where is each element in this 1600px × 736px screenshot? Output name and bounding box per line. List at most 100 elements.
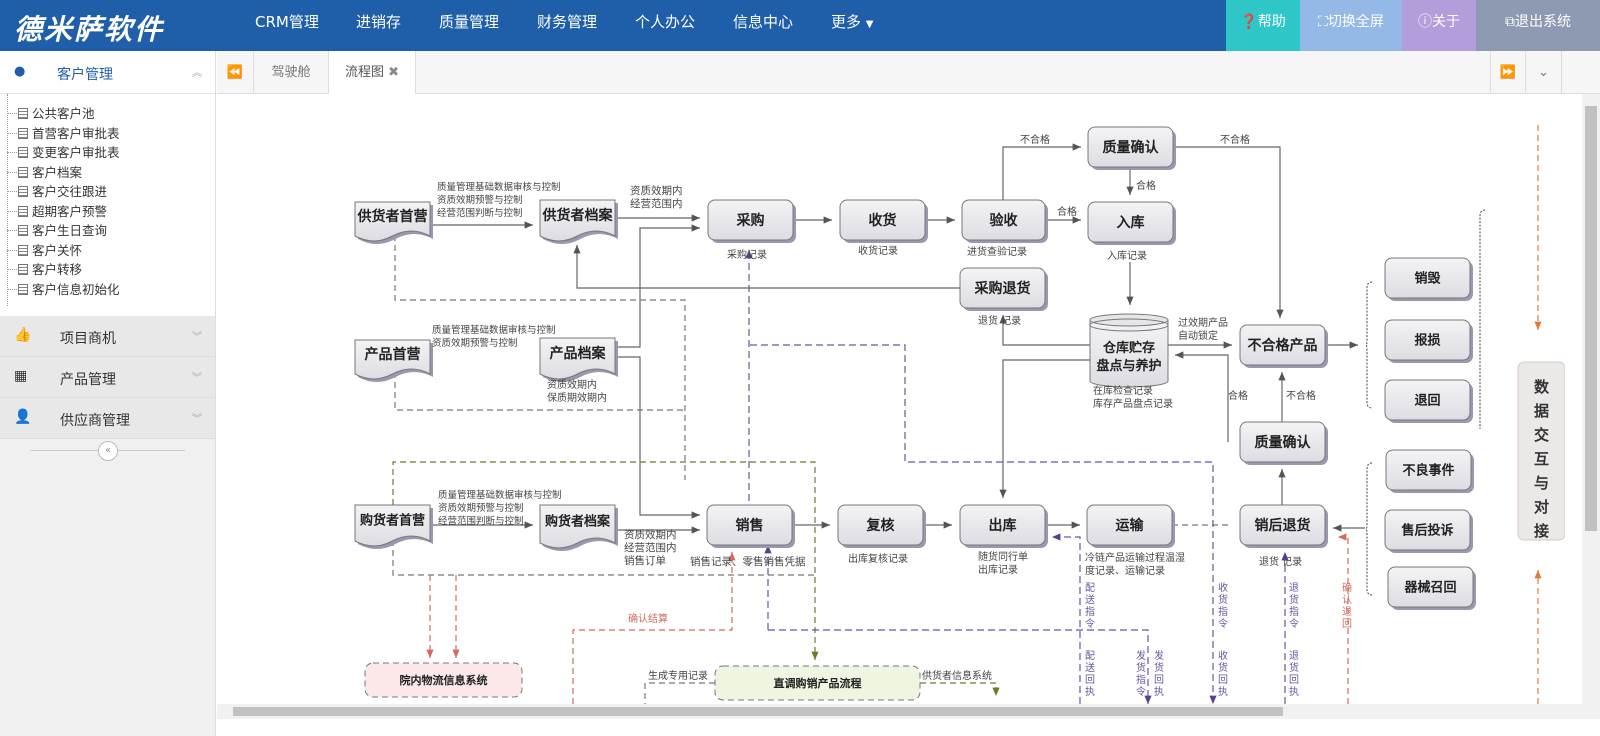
sidebar-item-label: 变更客户审批表 bbox=[32, 145, 120, 160]
sidebar-section-product[interactable]: ▦产品管理︾ bbox=[0, 357, 215, 398]
flow-node-damage[interactable]: 报损 bbox=[1384, 319, 1473, 363]
flow-node-hospital-system[interactable]: 院内物流信息系统 bbox=[364, 662, 523, 698]
sidebar-item[interactable]: 公共客户池 bbox=[0, 104, 215, 124]
sidebar-item-label: 超期客户预警 bbox=[32, 203, 108, 219]
document-icon bbox=[18, 225, 28, 236]
flow-edge bbox=[768, 629, 1152, 704]
logout-button[interactable]: ⧉退出系统 bbox=[1476, 0, 1600, 51]
flow-node-buyer-first[interactable]: 购货者首营 bbox=[354, 504, 433, 549]
collapse-sidebar-button[interactable]: « bbox=[98, 441, 118, 461]
sidebar-item[interactable]: 超期客户预警 bbox=[0, 202, 215, 222]
nav-more[interactable]: 更多 ▼ bbox=[831, 0, 874, 51]
flow-node-product-file[interactable]: 产品档案 bbox=[539, 337, 618, 382]
node-label: 产品首营 bbox=[365, 346, 421, 363]
fullscreen-label: 切换全屏 bbox=[1327, 14, 1384, 30]
help-button[interactable]: ❓帮助 bbox=[1226, 0, 1300, 51]
document-icon bbox=[18, 127, 28, 139]
flow-annotation: 进货查验记录 bbox=[967, 245, 1027, 258]
flow-annotation: 供货者信息系统 bbox=[922, 669, 992, 682]
sidebar-item[interactable]: 客户关怀 bbox=[0, 241, 215, 261]
sidebar-item-label: 客户转移 bbox=[32, 262, 83, 277]
tab-bar: ⏪ 驾驶舱 流程图 ✖ ⏩ ⌄ bbox=[217, 51, 1600, 94]
node-label: 购货者首营 bbox=[360, 513, 425, 529]
flow-node-supplier-first[interactable]: 供货者首营 bbox=[354, 201, 433, 244]
scroll-tabs-left-button[interactable]: ⏪ bbox=[217, 51, 254, 94]
nav-inventory[interactable]: 进销存 bbox=[356, 13, 402, 31]
flow-node-transport[interactable]: 运输 bbox=[1086, 504, 1175, 548]
flow-annotation: 资质效期内经营范围内 bbox=[630, 184, 683, 210]
nav-office[interactable]: 个人办公 bbox=[635, 13, 696, 31]
expand-icon: ⛶ bbox=[1318, 14, 1328, 30]
sidebar: ● 客户管理 ︽ 公共客户池首营客户审批表变更客户审批表客户档案客户交往跟进超期… bbox=[0, 51, 216, 736]
flow-node-review[interactable]: 复核 bbox=[837, 504, 926, 548]
sidebar-item[interactable]: 客户生日查询 bbox=[0, 221, 215, 241]
node-label: 器械召回 bbox=[1403, 580, 1456, 596]
sidebar-item[interactable]: 客户交往跟进 bbox=[0, 182, 215, 202]
nav-quality[interactable]: 质量管理 bbox=[439, 13, 500, 31]
flow-node-direct-flow[interactable]: 直调购销产品流程 bbox=[714, 665, 921, 701]
flow-node-product-first[interactable]: 产品首营 bbox=[354, 339, 433, 382]
flow-node-stock-in[interactable]: 入库 bbox=[1087, 201, 1176, 245]
node-label: 销售 bbox=[736, 517, 764, 534]
flow-node-sales[interactable]: 销售 bbox=[706, 504, 795, 548]
scroll-tabs-right-button[interactable]: ⏩ bbox=[1490, 51, 1526, 94]
nav-crm[interactable]: CRM管理 bbox=[255, 13, 319, 31]
flow-annotation: 质量管理基础数据审核与控制资质效期预警与控制经营范围判断与控制 bbox=[438, 489, 562, 527]
sidebar-item[interactable]: 客户档案 bbox=[0, 163, 215, 183]
node-label: 直调购销产品流程 bbox=[774, 676, 862, 690]
flow-node-qc-bottom[interactable]: 质量确认 bbox=[1239, 421, 1328, 465]
flow-node-complaint[interactable]: 售后投诉 bbox=[1384, 509, 1473, 553]
node-label: 对 bbox=[1534, 498, 1549, 516]
flow-annotation: 随货同行单出库记录 bbox=[978, 550, 1028, 576]
sidebar-item[interactable]: 首营客户审批表 bbox=[0, 124, 215, 144]
flow-annotation: 过效期产品自动锁定 bbox=[1178, 316, 1228, 342]
flow-edge bbox=[1175, 351, 1229, 442]
sidebar-item-label: 客户档案 bbox=[32, 164, 83, 180]
node-label: 供货者首营 bbox=[357, 208, 428, 225]
flow-annotation: 不合格 bbox=[1220, 133, 1250, 146]
tab-menu-dropdown[interactable]: ⌄ bbox=[1526, 51, 1562, 94]
sidebar-item[interactable]: 客户转移 bbox=[0, 260, 215, 280]
flow-annotation: 质量管理基础数据审核与控制资质效期预警与控制经营范围判断与控制 bbox=[437, 181, 561, 219]
flow-node-qc-top[interactable]: 质量确认 bbox=[1087, 126, 1176, 170]
document-icon bbox=[18, 264, 28, 275]
chevron-down-icon: ︾ bbox=[192, 414, 202, 425]
fullscreen-button[interactable]: ⛶切换全屏 bbox=[1300, 0, 1402, 51]
flow-edge bbox=[750, 344, 1217, 704]
sidebar-section-customer[interactable]: ● 客户管理 ︽ bbox=[0, 51, 215, 94]
node-label: 与 bbox=[1534, 474, 1549, 492]
sidebar-section-opportunity[interactable]: 👍项目商机︾ bbox=[0, 316, 215, 357]
flow-node-adverse[interactable]: 不良事件 bbox=[1385, 449, 1474, 493]
close-icon[interactable]: ✖ bbox=[388, 65, 400, 80]
flow-annotation: 采购记录 bbox=[727, 248, 767, 261]
flow-annotation: 合格 bbox=[1136, 179, 1156, 192]
vertical-scrollbar[interactable] bbox=[1582, 94, 1600, 719]
flow-node-aftersale-return[interactable]: 销后退货 bbox=[1239, 504, 1328, 548]
flow-node-buyer-file[interactable]: 购货者档案 bbox=[539, 504, 618, 551]
flow-node-recall[interactable]: 器械召回 bbox=[1387, 566, 1476, 610]
flow-node-purchase[interactable]: 采购 bbox=[707, 199, 796, 243]
nav-more-label: 更多 bbox=[831, 13, 862, 31]
flow-node-unqualified[interactable]: 不合格产品 bbox=[1239, 324, 1328, 368]
flow-node-destroy[interactable]: 销毁 bbox=[1384, 257, 1473, 301]
flow-node-outbound[interactable]: 出库 bbox=[959, 504, 1048, 548]
nav-info[interactable]: 信息中心 bbox=[733, 13, 794, 31]
sidebar-item[interactable]: 客户信息初始化 bbox=[0, 280, 215, 300]
horizontal-scrollbar[interactable] bbox=[217, 704, 1582, 719]
nav-finance[interactable]: 财务管理 bbox=[537, 13, 598, 31]
sidebar-item[interactable]: 变更客户审批表 bbox=[0, 143, 215, 163]
about-button[interactable]: ⓘ关于 bbox=[1402, 0, 1476, 51]
flow-node-receive[interactable]: 收货 bbox=[839, 199, 928, 243]
node-label: 仓库贮存 bbox=[1102, 340, 1155, 356]
flow-annotation: 销售记录、零售销售凭据 bbox=[690, 555, 806, 568]
tab-cockpit[interactable]: 驾驶舱 bbox=[254, 51, 329, 94]
flow-node-purchase-return[interactable]: 采购退货 bbox=[959, 267, 1048, 311]
sidebar-section-supplier[interactable]: 👤供应商管理︾ bbox=[0, 398, 215, 439]
tab-flowchart[interactable]: 流程图 ✖ bbox=[329, 51, 416, 94]
flow-node-supplier-file[interactable]: 供货者档案 bbox=[539, 199, 618, 244]
flow-node-return-back[interactable]: 退回 bbox=[1384, 379, 1473, 423]
flow-annotation: 冷链产品运输过程温湿度记录、运输记录 bbox=[1085, 551, 1185, 577]
flow-node-inspect[interactable]: 验收 bbox=[961, 199, 1048, 243]
